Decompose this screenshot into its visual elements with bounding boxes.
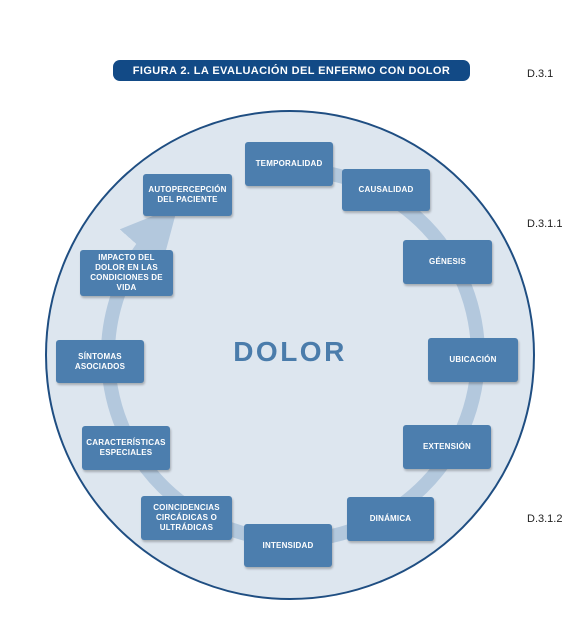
section-code-2: D.3.1.1 xyxy=(527,218,562,230)
node-ubicacion: UBICACIÓN xyxy=(428,338,518,382)
node-caracteristicas: CARACTERÍSTICAS ESPECIALES xyxy=(82,426,170,470)
center-label: DOLOR xyxy=(233,336,347,367)
node-intensidad: INTENSIDAD xyxy=(244,524,332,567)
node-autopercepcion: AUTOPERCEPCIÓN DEL PACIENTE xyxy=(143,174,232,216)
node-extension: EXTENSIÓN xyxy=(403,425,491,469)
node-genesis: GÉNESIS xyxy=(403,240,492,284)
node-coincidencias: COINCIDENCIAS CIRCÁDICAS O ULTRÁDICAS xyxy=(141,496,232,540)
figure-title: FIGURA 2. LA EVALUACIÓN DEL ENFERMO CON … xyxy=(113,60,470,81)
section-code-1: D.3.1 xyxy=(527,68,554,80)
node-sintomas: SÍNTOMAS ASOCIADOS xyxy=(56,340,144,383)
node-causalidad: CAUSALIDAD xyxy=(342,169,430,211)
node-temporalidad: TEMPORALIDAD xyxy=(245,142,333,186)
node-impacto: IMPACTO DEL DOLOR EN LAS CONDICIONES DE … xyxy=(80,250,173,296)
section-code-3: D.3.1.2 xyxy=(527,513,562,525)
node-dinamica: DINÁMICA xyxy=(347,497,434,541)
